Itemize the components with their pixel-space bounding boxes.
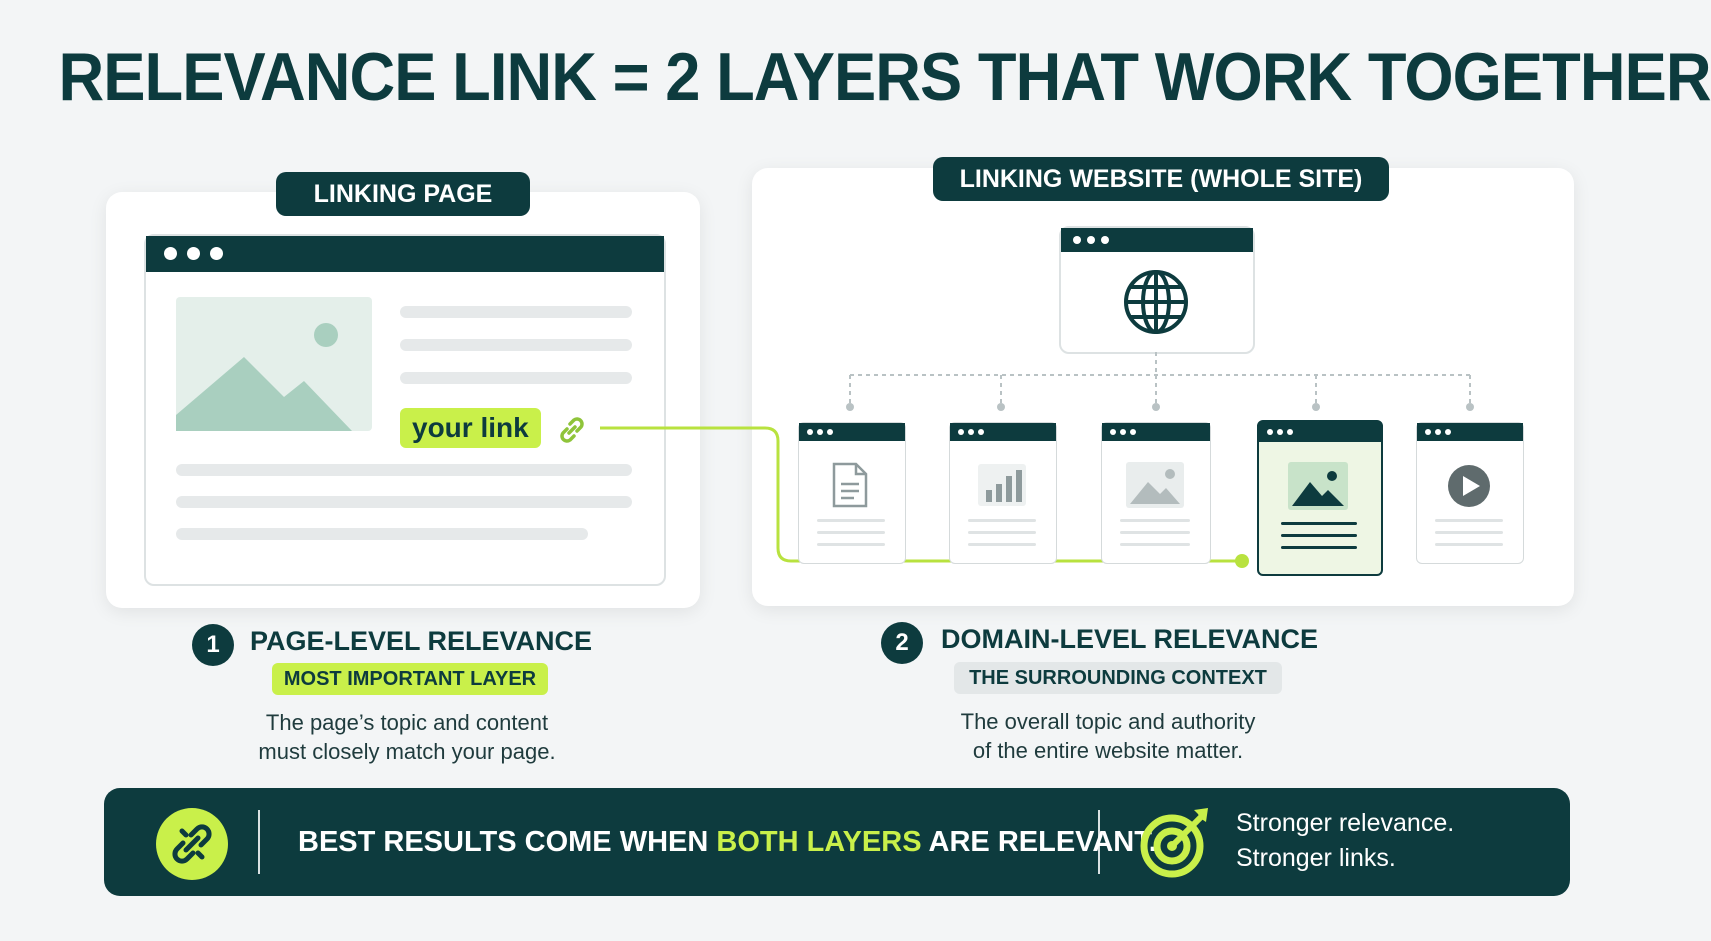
banner-text-part: BEST RESULTS COME WHEN <box>298 826 717 858</box>
layer-1-desc-line: must closely match your page. <box>258 739 556 764</box>
layer-2-badge: THE SURROUNDING CONTEXT <box>954 662 1282 694</box>
layer-1-description: The page’s topic and content must closel… <box>207 708 607 766</box>
text-line <box>400 339 632 351</box>
layer-1-number: 1 <box>192 624 234 666</box>
text-line <box>176 528 588 540</box>
site-structure-connectors <box>600 352 1474 568</box>
globe-icon <box>1124 270 1188 334</box>
target-icon <box>1140 808 1208 878</box>
banner-text-part: ARE RELEVANT. <box>921 826 1157 858</box>
site-page-video <box>1416 422 1524 564</box>
your-link-tag[interactable]: your link <box>400 408 541 448</box>
linking-page-label: LINKING PAGE <box>276 172 530 216</box>
page-title: RELEVANCE LINK = 2 LAYERS THAT WORK TOGE… <box>58 39 1711 115</box>
image-icon <box>1126 462 1184 508</box>
image-icon <box>1288 462 1348 510</box>
banner-side-line: Stronger relevance. <box>1236 809 1455 837</box>
site-page-document <box>798 422 906 564</box>
layer-1-badge: MOST IMPORTANT LAYER <box>272 663 548 695</box>
layer-2-heading: DOMAIN-LEVEL RELEVANCE <box>941 624 1319 654</box>
banner-side-line: Stronger links. <box>1236 844 1396 872</box>
window-dots-icon <box>164 247 223 260</box>
layer-1-desc-line: The page’s topic and content <box>265 710 549 735</box>
chain-link-icon <box>156 808 228 880</box>
layer-2-number: 2 <box>881 622 923 664</box>
layer-2-desc-line: The overall topic and authority <box>960 709 1256 734</box>
summary-banner <box>104 788 1570 896</box>
window-dots-icon <box>1073 236 1109 244</box>
text-line <box>400 372 632 384</box>
banner-divider <box>1098 810 1100 874</box>
banner-side-text: Stronger relevance. Stronger links. <box>1236 806 1454 876</box>
text-line <box>176 496 632 508</box>
play-icon <box>1448 465 1490 507</box>
text-line <box>400 306 632 318</box>
banner-divider <box>258 810 260 874</box>
linking-website-label: LINKING WEBSITE (WHOLE SITE) <box>933 157 1389 201</box>
browser-title-bar <box>1061 228 1253 252</box>
text-line <box>176 464 632 476</box>
banner-message: BEST RESULTS COME WHEN BOTH LAYERS ARE R… <box>298 826 1157 859</box>
layer-1-heading: PAGE-LEVEL RELEVANCE <box>250 626 593 656</box>
layer-2-description: The overall topic and authority of the e… <box>898 707 1318 765</box>
chain-link-icon <box>560 417 584 443</box>
hero-image-icon <box>176 297 372 431</box>
bar-chart-icon <box>978 464 1026 506</box>
banner-highlight: BOTH LAYERS <box>716 826 922 858</box>
layer-2-desc-line: of the entire website matter. <box>972 738 1244 763</box>
document-icon <box>832 462 868 508</box>
browser-title-bar <box>146 236 664 272</box>
